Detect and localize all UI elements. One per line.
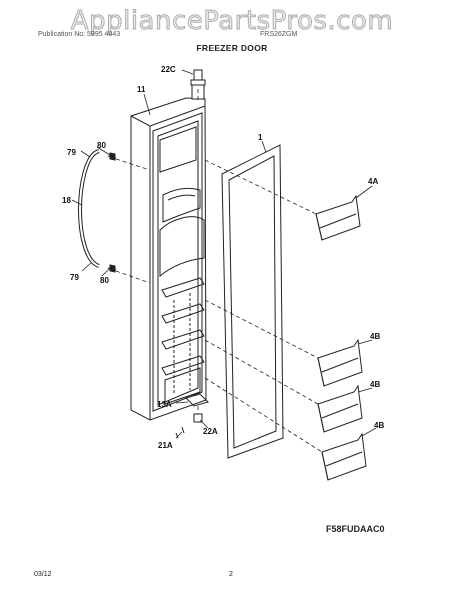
- callout-80-upper: 80: [97, 141, 106, 150]
- door-bin-4b-lower: [321, 432, 367, 481]
- assembly-lines: [115, 86, 323, 453]
- callout-13a: 13A: [157, 400, 172, 409]
- callout-4a: 4A: [368, 177, 378, 186]
- callout-80-lower: 80: [100, 276, 109, 285]
- callout-4b-upper: 4B: [370, 332, 380, 341]
- watermark: AppliancePartsPros.com: [70, 6, 394, 37]
- model-number: FRS26ZGM: [260, 31, 298, 38]
- diagram-code: F58FUDAAC0: [326, 524, 385, 534]
- freezer-door-panel: [130, 97, 207, 421]
- callout-79-upper: 79: [67, 148, 76, 157]
- callout-4b-lower: 4B: [374, 421, 384, 430]
- callout-1: 1: [258, 133, 263, 142]
- handle-screw-upper: [107, 152, 117, 161]
- door-bin-4b-upper: [317, 338, 363, 387]
- callout-79-lower: 79: [70, 273, 79, 282]
- door-handle: [77, 149, 100, 268]
- callout-11: 11: [137, 85, 146, 94]
- callout-21a: 21A: [158, 441, 173, 450]
- publication-number: Publication No: 5995 4043: [38, 31, 121, 38]
- callout-22c: 22C: [161, 65, 176, 74]
- footer-date: 03/12: [34, 571, 52, 578]
- page-number: 2: [229, 571, 233, 578]
- door-bin-4a: [315, 194, 361, 241]
- callout-22a: 22A: [203, 427, 218, 436]
- top-hinge: [190, 69, 206, 100]
- door-bin-4b-middle: [317, 384, 363, 433]
- leader-lines: [71, 69, 377, 439]
- handle-screw-lower: [107, 264, 117, 273]
- page-title: FREEZER DOOR: [196, 43, 268, 53]
- door-gasket: [221, 144, 284, 459]
- callout-4b-middle: 4B: [370, 380, 380, 389]
- callout-18: 18: [62, 196, 71, 205]
